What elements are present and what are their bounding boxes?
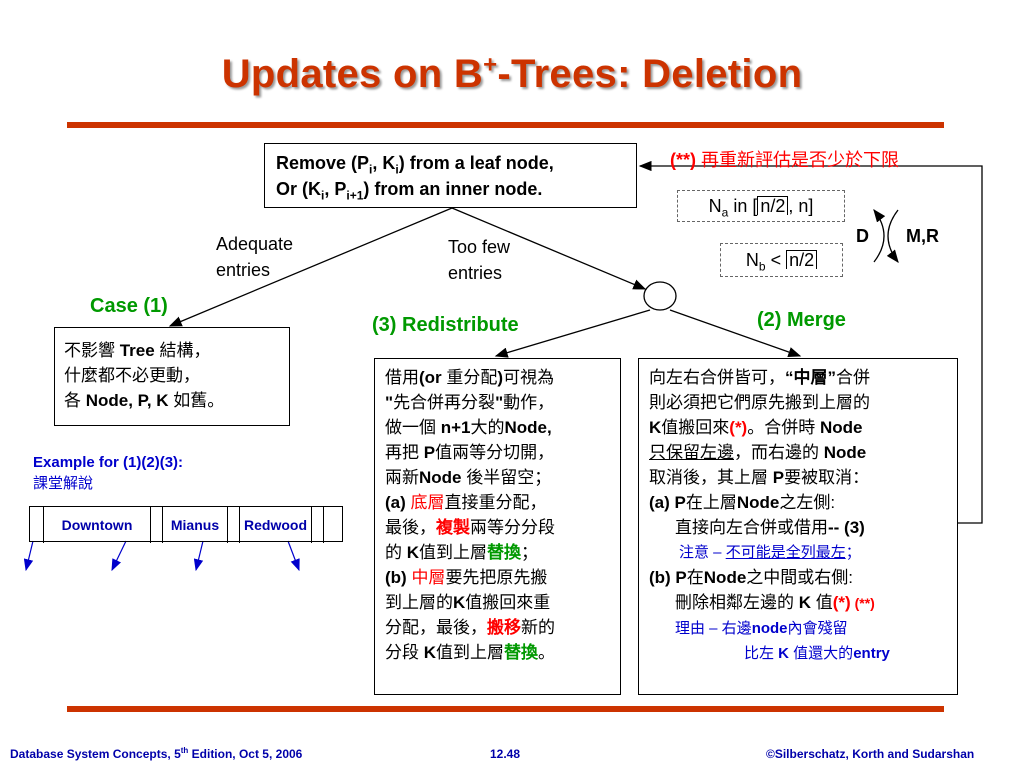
label-case1: Case (1) <box>90 295 168 317</box>
condition-delete: Na in [n/2, n] <box>677 190 845 222</box>
arc-mr <box>873 208 886 263</box>
line-to-branch <box>451 207 647 290</box>
cell-downtown: Downtown <box>44 507 151 543</box>
example-caption: Example for (1)(2)(3): 課堂解說 <box>33 454 184 492</box>
condition-merge: Nb < n/2 <box>720 243 843 277</box>
line-to-case1 <box>168 207 453 327</box>
redistribute-box: 借用(or 重分配)可視為 "先合併再分裂"動作， 做一個 n+1大的Node,… <box>374 358 621 695</box>
top-box: Remove (Pi, Ki) from a leaf node, Or (Ki… <box>264 143 637 208</box>
arc-d <box>886 209 899 264</box>
footer-rule <box>67 706 944 712</box>
note-reevaluate: (**) 再重新評估是否少於下限 <box>670 150 899 170</box>
line-to-merge <box>669 309 802 357</box>
merge-box: 向左右合併皆可，“中層”合併 則必須把它們原先搬到上層的 K值搬回來(*)。合併… <box>638 358 958 695</box>
case1-box: 不影響 Tree 結構， 什麼都不必更動， 各 Node, P, K 如舊。 <box>54 327 290 426</box>
title-rule <box>67 122 944 128</box>
footer-page-number: 12.48 <box>490 747 521 761</box>
label-d: D <box>856 226 869 246</box>
line-to-redistribute <box>494 309 651 358</box>
line-loop-back <box>638 160 983 524</box>
cell-redwood: Redwood <box>240 507 312 543</box>
footer-copyright: ©Silberschatz, Korth and Sudarshan <box>766 747 975 761</box>
cell-mianus: Mianus <box>163 507 228 543</box>
branch-node <box>643 281 677 311</box>
example-leaf-node: Downtown Mianus Redwood <box>29 506 343 543</box>
label-redistribute: (3) Redistribute <box>372 314 519 336</box>
slide-title: Updates on B+-Trees: Deletion <box>221 51 803 96</box>
label-merge: (2) Merge <box>757 309 846 331</box>
footer-left: Database System Concepts, 5th Edition, O… <box>10 746 303 762</box>
label-mr: M,R <box>906 226 939 246</box>
